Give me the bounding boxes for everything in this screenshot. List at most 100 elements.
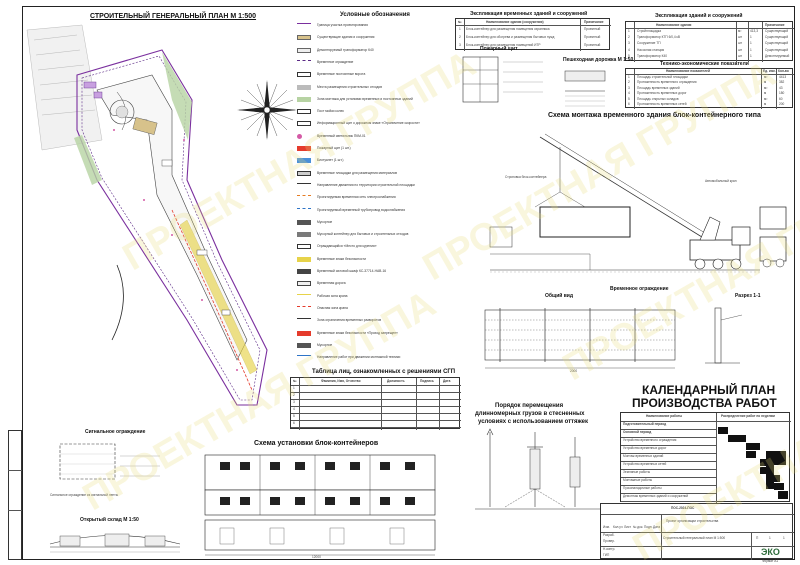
table-cell: Трансформатор К40 bbox=[637, 53, 667, 58]
expl-build-title: Экспликация зданий и сооружений bbox=[655, 13, 743, 19]
legend-item: Биотуалет (1 шт.) bbox=[297, 157, 457, 167]
signal-fence-drawing bbox=[59, 443, 160, 480]
calendar-row: Пусконаладочные работы bbox=[623, 486, 662, 490]
legend-item: Граница участка проектирования bbox=[297, 22, 457, 32]
legend-item: Зона ограничения временных разворотов bbox=[297, 317, 457, 327]
legend-symbol bbox=[297, 281, 311, 287]
table-row: 4 bbox=[293, 407, 295, 411]
table-cell: 4 bbox=[628, 47, 630, 52]
legend-label: Демонтируемый трансформатор К40 bbox=[317, 47, 374, 52]
general-view-title: Общий вид bbox=[545, 293, 574, 299]
stamp-company: ЭКО bbox=[761, 547, 780, 557]
table-cell: 1 bbox=[750, 53, 752, 58]
legend-item: Направление движения по территории строи… bbox=[297, 182, 457, 192]
table-cell: 200 bbox=[779, 102, 785, 106]
table-cell: м bbox=[764, 80, 767, 85]
legend-symbol bbox=[297, 170, 311, 176]
legend-label: Временное ограждение bbox=[317, 59, 354, 64]
legend-label: Существующие здания и сооружения bbox=[317, 35, 375, 40]
calendar-row: Монтажные работы bbox=[623, 478, 653, 482]
move-order-drawing bbox=[475, 428, 600, 510]
table-cell: 5 bbox=[628, 53, 630, 58]
expl-temp-table: № Наименование здания (сооружения) Приме… bbox=[455, 18, 611, 51]
legend-label: Биотуалет (1 шт.) bbox=[317, 158, 344, 163]
legend-label: Опасная зона крана bbox=[317, 305, 348, 310]
table-cell: Демонтируемый bbox=[765, 53, 790, 58]
existing-building bbox=[132, 117, 158, 135]
block-scheme-drawing bbox=[204, 454, 436, 556]
table-cell: Площадь временных зданий bbox=[637, 85, 680, 90]
legend-item: Рабочая зона крана bbox=[297, 293, 457, 303]
table-cell: Протяженность временных дорог bbox=[637, 91, 687, 96]
legend-symbol bbox=[297, 355, 311, 360]
danger-zone bbox=[171, 209, 253, 391]
legend-label: Зона ограничения временных разворотов bbox=[317, 318, 382, 323]
legend-item: Временное ограждение bbox=[297, 59, 457, 69]
legend-symbol bbox=[297, 232, 311, 238]
legend-label: Ограждающийся «Место для курения» bbox=[317, 244, 377, 249]
table-cell: 413,3 bbox=[750, 29, 758, 33]
footer-format: Формат А1 bbox=[762, 559, 779, 563]
legend-symbol bbox=[297, 96, 311, 102]
pedestrian-path-drawing bbox=[564, 70, 606, 107]
legend-label: Пожарный щит (1 шт.) bbox=[317, 146, 351, 150]
mount-scheme-drawing bbox=[489, 133, 787, 273]
legend-label: Мусорный контейнер для бытовых и строите… bbox=[317, 232, 409, 237]
legend-item: Мусорное bbox=[297, 219, 457, 229]
tech-econ-table: Наименование показателей Ед. изм. Кол-во… bbox=[625, 68, 794, 109]
temp-fence-title: Временное ограждение bbox=[610, 286, 669, 292]
mount-note: Строповка блок-контейнера bbox=[505, 175, 547, 179]
fence-dim: 2000 bbox=[570, 369, 578, 373]
legend-item: Зона монтажа для установки временных и п… bbox=[297, 96, 457, 106]
legend-label: Пост мойки колес bbox=[317, 109, 345, 114]
table-cell: 5 bbox=[628, 96, 630, 101]
table-cell: 3 bbox=[628, 85, 630, 90]
table-cell: 2 bbox=[628, 35, 630, 40]
legend-symbol bbox=[297, 72, 311, 78]
legend-symbol bbox=[297, 244, 311, 250]
mount-scheme-title: Схема монтажа временного здания блок-кон… bbox=[548, 112, 761, 119]
table-cell: Существующий bbox=[765, 35, 789, 40]
legend-item: Временная дорога bbox=[297, 280, 457, 290]
legend-symbol bbox=[297, 318, 311, 323]
legend-item: Временный светильник ПКМ-01 bbox=[297, 133, 457, 143]
table-row: 6 bbox=[293, 421, 295, 425]
table-cell: шт bbox=[738, 53, 743, 58]
calendar-row: Устройство временных сетей bbox=[623, 462, 667, 466]
table-cell: 1 bbox=[750, 41, 752, 46]
table-cell: 43 bbox=[779, 85, 783, 90]
fire-shield-title: Пожарный щит bbox=[480, 46, 518, 52]
legend-item: Временные постоянные ворота bbox=[297, 71, 457, 81]
table-cell: м² bbox=[764, 75, 768, 79]
table-cell: Существующий bbox=[765, 47, 789, 52]
move-order-title-1: Порядок перемещения bbox=[495, 403, 564, 409]
legend-item: Мусорный контейнер для бытовых и строите… bbox=[297, 231, 457, 241]
legend-symbol bbox=[297, 146, 311, 151]
table-row: 3 bbox=[293, 400, 295, 404]
legend-symbol bbox=[297, 23, 311, 28]
binding-strip bbox=[8, 430, 22, 560]
legend-label: Граница участка проектирования bbox=[317, 23, 368, 27]
move-order-title-3: условиях с использованием оттяжек bbox=[478, 419, 589, 425]
stamp-project: Проект организации строительства bbox=[666, 519, 719, 523]
table-cell: 4 bbox=[628, 91, 630, 96]
genplan-title: СТРОИТЕЛЬНЫЙ ГЕНЕРАЛЬНЫЙ ПЛАН М 1:500 bbox=[90, 13, 257, 20]
legend-item: Временные знаки безопасности «Проход зап… bbox=[297, 330, 457, 340]
table-row: 1 bbox=[293, 386, 295, 390]
crane-vehicle bbox=[689, 216, 751, 270]
genplan-drawing bbox=[26, 24, 297, 406]
legend-symbol bbox=[297, 133, 302, 139]
table-cell: м² bbox=[764, 85, 768, 90]
table-cell: 4413 bbox=[779, 75, 787, 79]
persons-table: № Фамилия, Имя, Отчество Должность Подпи… bbox=[290, 377, 461, 430]
legend-item: Временные площадки для размещения матери… bbox=[297, 170, 457, 180]
legend-label: Мусорное bbox=[317, 342, 333, 347]
table-cell: м bbox=[764, 91, 767, 96]
legend-item: Временные знаки безопасности bbox=[297, 256, 457, 266]
legend-item: Места размещения строительных отходов bbox=[297, 84, 457, 94]
crane-zone bbox=[179, 219, 258, 375]
legend-item: Направление работ при движении монтажной… bbox=[297, 354, 457, 364]
table-cell: 180 bbox=[779, 91, 785, 96]
table-cell: м² bbox=[764, 96, 768, 101]
